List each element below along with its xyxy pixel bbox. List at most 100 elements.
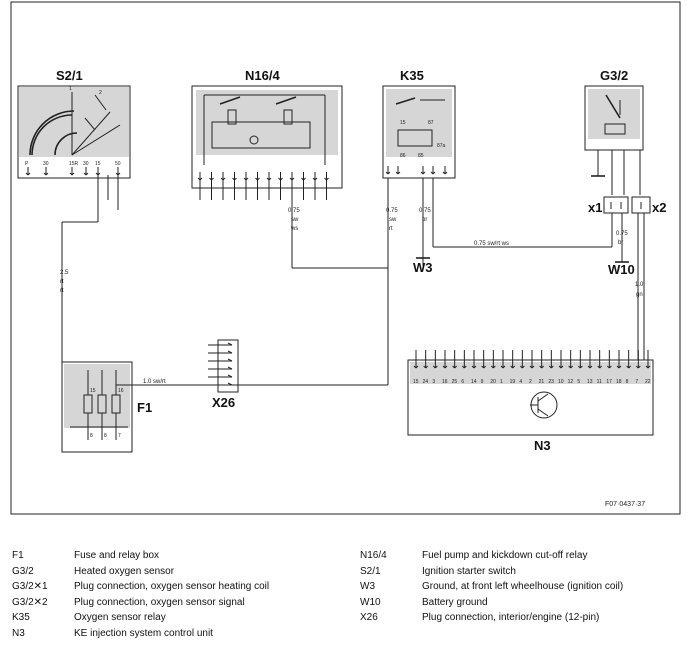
- svg-text:2.5: 2.5: [60, 270, 69, 276]
- pin-n3: 9: [481, 379, 484, 385]
- legend-description: Plug connection, oxygen sensor heating c…: [74, 581, 270, 592]
- pin-s2-1: 15: [95, 161, 101, 167]
- svg-text:gn: gn: [636, 292, 643, 298]
- legend-description: Oxygen sensor relay: [74, 612, 166, 623]
- oxygen-sensor-g3-2: G3/2: [584, 68, 644, 195]
- svg-text:br: br: [422, 217, 427, 223]
- legend-code: G3/2✕1: [12, 581, 48, 592]
- pin-n3: 10: [558, 379, 564, 385]
- pin-n3: 24: [423, 379, 429, 385]
- oxygen-sensor-relay-k35: K35 15 87 86 85 87a: [382, 68, 612, 385]
- pin-n3: 16: [442, 379, 448, 385]
- pin-n3: 22: [645, 379, 651, 385]
- label-n16-4: N16/4: [245, 68, 280, 83]
- plug-x1: x1: [588, 196, 629, 258]
- label-x26: X26: [212, 395, 235, 410]
- legend-code: S2/1: [360, 565, 381, 577]
- pin-n3: 5: [577, 379, 580, 385]
- label-g3-2: G3/2: [600, 68, 628, 83]
- kickdown-relay-n16-4: N16/4: [191, 68, 388, 269]
- plug-x2: x2: [631, 196, 666, 360]
- label-x1: x1: [588, 200, 602, 215]
- svg-text:16: 16: [118, 388, 124, 394]
- fuse-box-f1: 15 8 8 16 7 F1: [61, 222, 388, 453]
- pin-n3: 2: [529, 379, 532, 385]
- svg-text:1.0: 1.0: [635, 282, 644, 288]
- legend-code: X26: [360, 612, 378, 623]
- ground-w3: W3: [413, 257, 433, 275]
- label-s2-1: S2/1: [56, 68, 83, 83]
- svg-text:0.75: 0.75: [288, 208, 300, 214]
- legend-description: KE injection system control unit: [74, 627, 213, 639]
- figure-reference: F07·0437·37: [605, 501, 645, 508]
- svg-text:15: 15: [400, 120, 406, 126]
- pin-n3: 18: [616, 379, 622, 385]
- pin-n3: 14: [471, 379, 477, 385]
- svg-text:sw: sw: [389, 217, 397, 223]
- legend-description: Fuse and relay box: [74, 550, 160, 561]
- pin-n3: 21: [539, 379, 545, 385]
- ground-w10: W10: [608, 258, 635, 277]
- svg-text:1: 1: [69, 86, 72, 92]
- legend-description: Fuel pump and kickdown cut-off relay: [422, 550, 588, 561]
- svg-text:ws: ws: [290, 226, 298, 232]
- wire-labels: 2.5 rt rt 0.75 sw ws 0.75 sw rt 0.75 br …: [60, 208, 644, 385]
- pin-n3: 20: [490, 379, 496, 385]
- legend-code: W10: [360, 596, 381, 608]
- legend-code: W3: [360, 581, 375, 592]
- svg-text:7: 7: [118, 433, 121, 439]
- svg-text:87a: 87a: [437, 143, 446, 149]
- pin-n3: 6: [461, 379, 464, 385]
- pin-n3: 3: [432, 379, 435, 385]
- legend-code: F1: [12, 550, 24, 561]
- plug-x26: X26: [208, 339, 239, 410]
- label-n3: N3: [534, 438, 551, 453]
- pin-n3: 15: [413, 379, 419, 385]
- pin-s2-1: 50: [115, 161, 121, 167]
- pin-s2-1: P: [25, 161, 29, 167]
- legend-code: G3/2✕2: [12, 596, 48, 608]
- legend-description: Heated oxygen sensor: [74, 565, 175, 577]
- svg-text:8: 8: [90, 433, 93, 439]
- legend-description: Plug connection, interior/engine (12-pin…: [422, 612, 600, 623]
- svg-text:sw: sw: [291, 217, 299, 223]
- legend-code: G3/2: [12, 565, 34, 577]
- pin-n3: 19: [510, 379, 516, 385]
- svg-text:rt: rt: [60, 279, 64, 285]
- legend-description: Ground, at front left wheelhouse (igniti…: [422, 581, 624, 592]
- pin-n3: 7: [635, 379, 638, 385]
- legend-code: N3: [12, 627, 25, 639]
- svg-text:85: 85: [418, 153, 424, 159]
- svg-text:br: br: [618, 240, 623, 246]
- pin-n3: 13: [587, 379, 593, 385]
- svg-text:rt: rt: [60, 288, 64, 294]
- svg-text:0.75: 0.75: [386, 208, 398, 214]
- pin-s2-1: 15R: [69, 161, 79, 167]
- pin-n3: 8: [626, 379, 629, 385]
- pin-s2-1: 30: [43, 161, 49, 167]
- diagram-frame: [10, 1, 681, 515]
- legend-code: K35: [12, 612, 30, 623]
- pin-n3: 12: [568, 379, 574, 385]
- svg-text:15: 15: [90, 388, 96, 394]
- legend-description: Plug connection, oxygen sensor signal: [74, 596, 245, 608]
- pin-n3: 11: [597, 379, 602, 385]
- svg-text:1.0 sw/rt: 1.0 sw/rt: [143, 379, 166, 385]
- pin-n3: 25: [452, 379, 458, 385]
- svg-text:87: 87: [428, 120, 434, 126]
- svg-text:2: 2: [99, 90, 102, 96]
- svg-text:86: 86: [400, 153, 406, 159]
- label-x2: x2: [652, 200, 666, 215]
- pin-n3: 23: [548, 379, 554, 385]
- label-k35: K35: [400, 68, 424, 83]
- pin-n3: 4: [519, 379, 522, 385]
- label-f1: F1: [137, 400, 152, 415]
- svg-text:rt: rt: [389, 226, 393, 232]
- pin-n3: 1: [500, 379, 503, 385]
- legend-code: N16/4: [360, 550, 387, 561]
- svg-text:0.75: 0.75: [616, 231, 628, 237]
